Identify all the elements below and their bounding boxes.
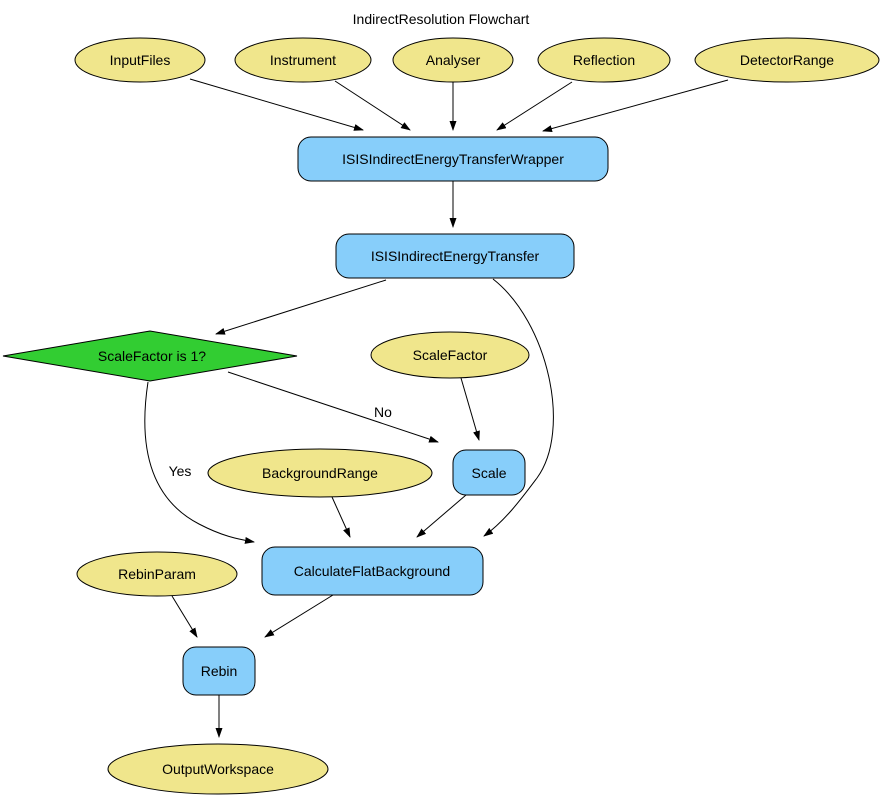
node-backgroundrange: BackgroundRange [207, 448, 433, 498]
decision-diamond [2, 330, 298, 382]
edge-calculateflatbackground-to-rebin [264, 594, 334, 638]
node-scalefactor-decision: ScaleFactor is 1? [2, 330, 298, 382]
node-rebinparam: RebinParam [76, 551, 238, 597]
edge-reflection-to-wrapper [496, 81, 573, 131]
edge-label-yes: Yes [169, 463, 192, 479]
node-calculateflatbackground: CalculateFlatBackground [261, 546, 484, 596]
calculateflatbackground-label: CalculateFlatBackground [294, 563, 450, 579]
node-outputworkspace: OutputWorkspace [107, 743, 329, 795]
node-instrument: Instrument [234, 37, 372, 83]
backgroundrange-ellipse [207, 448, 433, 498]
node-isisindirectenergytransfer: ISISIndirectEnergyTransfer [335, 233, 575, 279]
edge-rebinparam-to-rebin [171, 595, 198, 638]
detectorrange-label: DetectorRange [740, 52, 834, 68]
scale-rect [452, 449, 526, 496]
node-detectorrange: DetectorRange [694, 37, 880, 83]
edge-scale-to-calculateflatbackground [416, 494, 467, 538]
edge-transfer-to-decision [215, 279, 387, 335]
node-analyser: Analyser [392, 37, 514, 83]
transfer-rect [335, 233, 575, 279]
analyser-ellipse [392, 37, 514, 83]
calculateflatbackground-rect [261, 546, 484, 596]
node-inputfiles: InputFiles [74, 37, 206, 83]
rebin-rect [182, 646, 256, 696]
decision-label: ScaleFactor is 1? [98, 348, 206, 364]
rebinparam-label: RebinParam [118, 566, 196, 582]
instrument-label: Instrument [270, 52, 336, 68]
node-rebin: Rebin [182, 646, 256, 696]
edge-decision-yes-to-calculateflatbackground [144, 381, 255, 544]
rebinparam-ellipse [76, 551, 238, 597]
rebin-label: Rebin [201, 663, 238, 679]
node-isisindirectenergytransferwrapper: ISISIndirectEnergyTransferWrapper [297, 136, 609, 182]
scalefactor-ellipse [370, 331, 530, 379]
detectorrange-ellipse [694, 37, 880, 83]
transfer-label: ISISIndirectEnergyTransfer [371, 248, 540, 264]
edge-transfer-to-calculateflatbackground [483, 278, 554, 537]
scalefactor-label: ScaleFactor [413, 347, 488, 363]
node-scalefactor: ScaleFactor [370, 331, 530, 379]
node-scale: Scale [452, 449, 526, 496]
reflection-label: Reflection [573, 52, 635, 68]
inputfiles-ellipse [74, 37, 206, 83]
node-reflection: Reflection [537, 37, 671, 83]
reflection-ellipse [537, 37, 671, 83]
edge-backgroundrange-to-calculateflatbackground [331, 496, 351, 538]
wrapper-rect [297, 136, 609, 182]
inputfiles-label: InputFiles [110, 52, 171, 68]
edge-detectorrange-to-wrapper [542, 79, 729, 132]
edge-scalefactor-to-scale [460, 377, 480, 441]
backgroundrange-label: BackgroundRange [262, 465, 378, 481]
analyser-label: Analyser [426, 52, 481, 68]
outputworkspace-label: OutputWorkspace [162, 761, 274, 777]
edge-decision-no-to-scale [227, 371, 439, 443]
diagram-title: IndirectResolution Flowchart [353, 11, 530, 27]
wrapper-label: ISISIndirectEnergyTransferWrapper [342, 151, 564, 167]
edge-label-no: No [374, 404, 392, 420]
instrument-ellipse [234, 37, 372, 83]
edge-instrument-to-wrapper [334, 80, 411, 131]
edge-inputfiles-to-wrapper [189, 78, 364, 131]
outputworkspace-ellipse [107, 743, 329, 795]
scale-label: Scale [471, 465, 506, 481]
